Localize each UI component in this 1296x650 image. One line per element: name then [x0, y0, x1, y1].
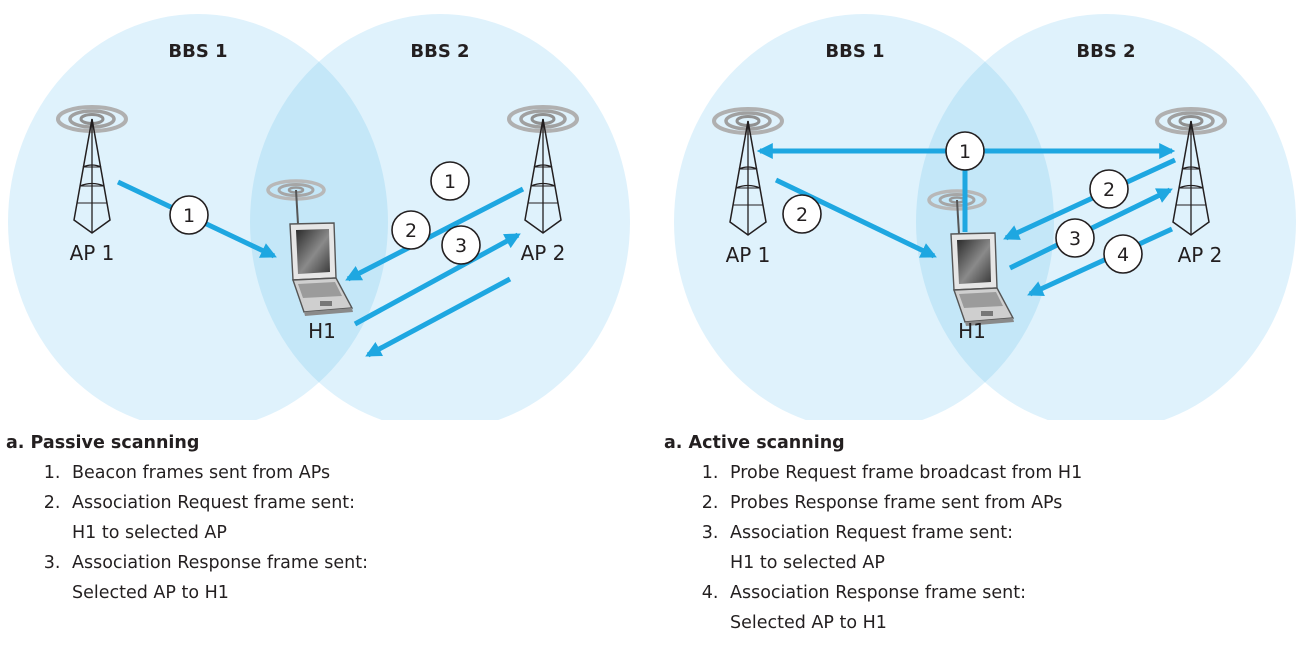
svg-text:1: 1: [444, 171, 456, 193]
ap1-label: AP 1: [726, 243, 771, 267]
ap2-label: AP 2: [521, 241, 566, 265]
arrow-ap2-to-h1-response: [1027, 226, 1174, 297]
step-item: Association Response frame sent:Selected…: [66, 548, 368, 608]
arrow-ap2-to-h1-probe-response: [1003, 157, 1177, 241]
step-badge: 2: [782, 194, 822, 234]
steps-list: Probe Request frame broadcast from H1 Pr…: [664, 458, 1082, 638]
caption-title: a. Passive scanning: [6, 433, 200, 453]
step-badge: 2: [391, 210, 431, 250]
svg-text:2: 2: [405, 220, 417, 242]
step-item: Beacon frames sent from APs: [66, 458, 368, 488]
step-badge: 2: [1089, 169, 1129, 209]
active-diagram: BBS 1 BBS 2 AP 1 AP 2 H1 1 2 2 3: [674, 14, 1296, 420]
step-badge: 1: [945, 131, 985, 171]
step-item: Association Request frame sent:H1 to sel…: [66, 488, 368, 548]
bss2-label: BBS 2: [410, 41, 469, 62]
h1-label: H1: [958, 319, 986, 343]
svg-text:1: 1: [959, 141, 971, 163]
step-item: Probe Request frame broadcast from H1: [724, 458, 1082, 488]
arrow-ap1-to-h1-probe-response: [774, 177, 937, 259]
caption-title: a. Active scanning: [664, 433, 845, 453]
step-item: Association Response frame sent:Selected…: [724, 578, 1082, 638]
arrow-h1-to-ap2-request: [353, 232, 521, 327]
arrow-ap2-to-h1-response: [365, 276, 512, 358]
svg-text:2: 2: [796, 204, 808, 226]
step-item: Probes Response frame sent from APs: [724, 488, 1082, 518]
step-badge: 1: [169, 195, 209, 235]
bss1-label: BBS 1: [825, 41, 884, 62]
step-item: Association Request frame sent:H1 to sel…: [724, 518, 1082, 578]
scanning-diagram: BBS 1 BBS 2 AP 1 AP 2 H1 1 1 2 3: [8, 14, 1296, 420]
arrow-ap2-to-h1-beacon: [345, 186, 525, 282]
svg-text:4: 4: [1117, 244, 1129, 266]
step-badge: 3: [441, 225, 481, 265]
bss-overlap: [250, 14, 388, 420]
step-badge: 3: [1055, 218, 1095, 258]
step-badge: 1: [430, 161, 470, 201]
svg-text:1: 1: [183, 205, 195, 227]
ap1-label: AP 1: [70, 241, 115, 265]
passive-scanning-caption: a. Passive scanning Beacon frames sent f…: [6, 428, 368, 608]
bss-overlap: [916, 14, 1054, 420]
bss2-label: BBS 2: [1076, 41, 1135, 62]
svg-text:2: 2: [1103, 179, 1115, 201]
passive-diagram: BBS 1 BBS 2 AP 1 AP 2 H1 1 1 2 3: [8, 14, 630, 420]
svg-text:3: 3: [1069, 228, 1081, 250]
bss1-label: BBS 1: [168, 41, 227, 62]
steps-list: Beacon frames sent from APs Association …: [6, 458, 368, 608]
h1-label: H1: [308, 319, 336, 343]
ap2-label: AP 2: [1178, 243, 1223, 267]
svg-text:3: 3: [455, 235, 467, 257]
step-badge: 4: [1103, 234, 1143, 274]
active-scanning-caption: a. Active scanning Probe Request frame b…: [664, 428, 1082, 638]
